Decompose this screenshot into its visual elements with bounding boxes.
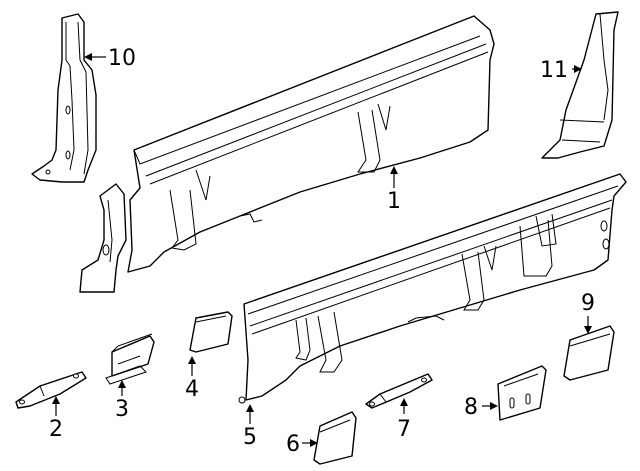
- callout-6: 6: [286, 432, 300, 457]
- callout-9: 9: [581, 291, 595, 316]
- callout-3: 3: [115, 397, 129, 422]
- callout-labels: 10 11 1 2 3 4 5 6 7 8 9: [49, 46, 595, 457]
- part-11-corner-cap: [541, 11, 619, 159]
- callout-10: 10: [108, 46, 136, 71]
- part-8-slotted-plate: [497, 365, 547, 421]
- callout-5: 5: [243, 425, 257, 450]
- part-9-end-plate: [563, 325, 615, 381]
- callout-leaders: [52, 53, 592, 447]
- callout-2: 2: [49, 417, 63, 442]
- callout-1: 1: [387, 189, 401, 214]
- callout-11: 11: [540, 58, 568, 83]
- part-1-upper-side-rail: [79, 15, 495, 293]
- part-4-filler-panel: [189, 311, 233, 353]
- callout-7: 7: [397, 417, 411, 442]
- part-5-lower-side-rail: [238, 173, 627, 404]
- part-3-clip-plate: [105, 333, 155, 385]
- part-6-end-filler: [313, 411, 357, 465]
- callout-8: 8: [464, 395, 478, 420]
- part-7-short-strap: [365, 373, 433, 409]
- callout-4: 4: [185, 377, 199, 402]
- part-10-corner-bracket: [31, 13, 97, 183]
- part-2-strap-bracket: [15, 371, 87, 409]
